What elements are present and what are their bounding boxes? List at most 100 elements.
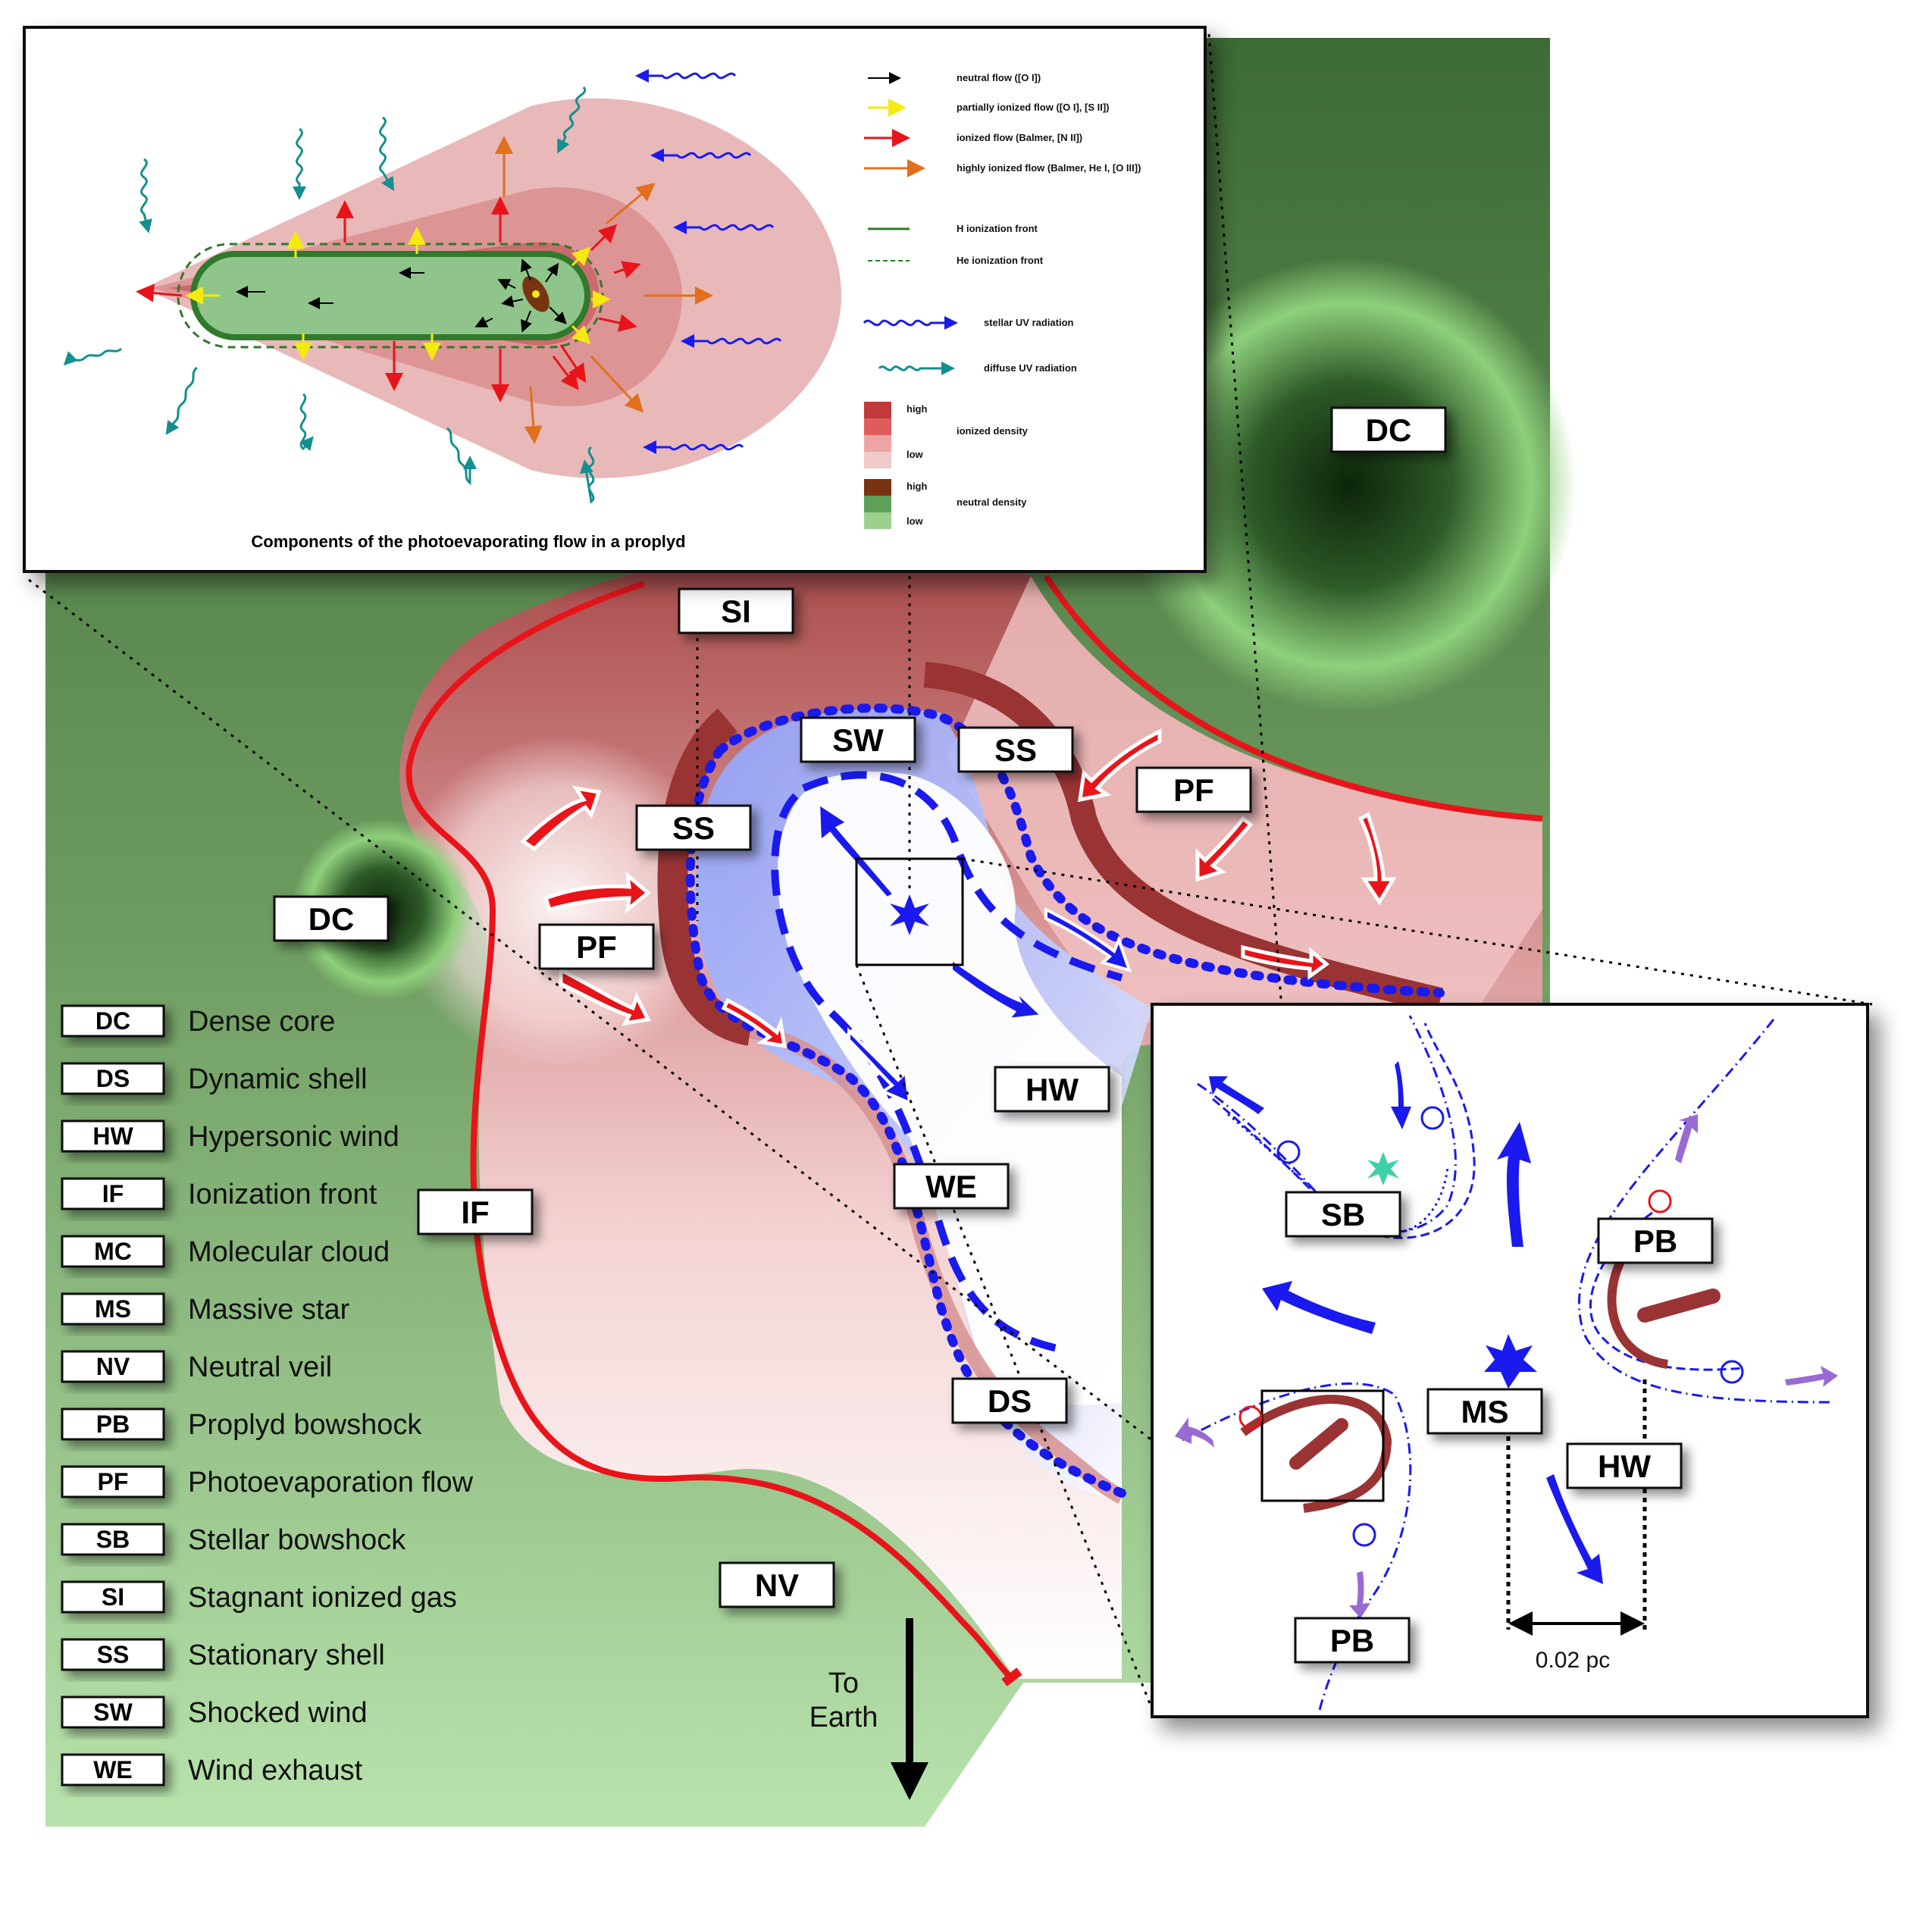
svg-text:diffuse UV radiation: diffuse UV radiation xyxy=(984,362,1077,374)
legend-abbr-box xyxy=(61,1235,165,1268)
label-nv: NV xyxy=(719,1561,835,1608)
legend-item: PB Proplyd bowshock xyxy=(61,1408,422,1441)
svg-text:WE: WE xyxy=(925,1169,977,1204)
legend-abbr-box xyxy=(61,1523,165,1556)
legend-abbr-box xyxy=(61,1350,165,1383)
svg-text:PB: PB xyxy=(1633,1223,1677,1259)
legend-abbr-box xyxy=(61,1062,165,1095)
svg-text:highly ionized flow (Balmer, H: highly ionized flow (Balmer, He I, [O II… xyxy=(957,162,1141,174)
legend-description: Proplyd bowshock xyxy=(188,1409,422,1441)
legend-abbr: SB xyxy=(96,1526,130,1553)
legend-abbr: DS xyxy=(96,1065,130,1092)
label-si: SI xyxy=(678,587,794,634)
legend-item: MS Massive star xyxy=(61,1292,350,1326)
svg-text:neutral density: neutral density xyxy=(957,496,1027,508)
label-sb: SB xyxy=(1285,1191,1401,1238)
legend-description: Dense core xyxy=(188,1006,335,1038)
svg-text:SI: SI xyxy=(721,593,751,629)
legend-description: Wind exhaust xyxy=(188,1755,363,1786)
legend-abbr: SI xyxy=(102,1583,124,1611)
legend-abbr-box xyxy=(61,1177,165,1210)
ionization-front-line xyxy=(1043,574,1543,822)
label-pb-bottom: PB xyxy=(1294,1617,1411,1664)
legend-description: Neutral veil xyxy=(188,1351,332,1383)
svg-text:IF: IF xyxy=(461,1195,489,1230)
hypersonic-wind-arrows xyxy=(816,800,1132,1106)
proplyd-inset: neutral flow ([O I]) partially ionized f… xyxy=(23,26,1207,573)
label-dc-right: DC xyxy=(1330,406,1447,453)
svg-text:high: high xyxy=(907,403,927,415)
svg-text:low: low xyxy=(907,515,924,527)
svg-text:DC: DC xyxy=(1366,412,1412,448)
legend-abbr: SW xyxy=(93,1699,133,1726)
svg-text:high: high xyxy=(907,481,927,492)
label-sw: SW xyxy=(800,716,916,763)
label-pb-right: PB xyxy=(1597,1217,1714,1264)
svg-text:DC: DC xyxy=(308,901,355,937)
free-wind-cavity xyxy=(777,772,1122,1405)
legend-description: Stellar bowshock xyxy=(188,1524,406,1556)
dynamic-shell xyxy=(749,1023,1126,1504)
legend-item: SB Stellar bowshock xyxy=(61,1523,406,1556)
legend-abbr-box xyxy=(61,1408,165,1441)
label-we: WE xyxy=(893,1163,1010,1210)
label-dc-left: DC xyxy=(273,895,390,942)
scale-bar-label: 0.02 pc xyxy=(1536,1648,1610,1673)
svg-text:He ionization front: He ionization front xyxy=(957,255,1044,266)
legend-abbr-box xyxy=(61,1004,165,1038)
svg-text:SB: SB xyxy=(1321,1197,1365,1232)
stellar-bowshock-star xyxy=(1367,1152,1399,1185)
svg-text:HW: HW xyxy=(1025,1072,1079,1107)
label-if: IF xyxy=(417,1188,534,1235)
stationary-shell-left xyxy=(657,708,754,1046)
photoevaporation-arrows xyxy=(520,728,1397,1049)
legend-item: DC Dense core xyxy=(61,1004,335,1038)
legend-abbr-box xyxy=(61,1465,165,1498)
legend-item: MC Molecular cloud xyxy=(61,1235,390,1268)
legend-abbr-box xyxy=(61,1696,165,1729)
legend-abbr: PB xyxy=(96,1411,130,1438)
massive-star-inset xyxy=(1484,1334,1537,1389)
label-hw-inset: HW xyxy=(1566,1442,1683,1489)
svg-text:PF: PF xyxy=(576,929,617,965)
svg-text:MS: MS xyxy=(1461,1394,1509,1429)
svg-text:H ionization front: H ionization front xyxy=(957,223,1038,234)
label-pf-left: PF xyxy=(538,923,655,970)
legend-abbr-box xyxy=(61,1753,165,1786)
label-ms: MS xyxy=(1426,1388,1543,1435)
legend-item: SI Stagnant ionized gas xyxy=(61,1580,457,1614)
legend-description: Massive star xyxy=(188,1294,350,1326)
legend-description: Molecular cloud xyxy=(188,1236,390,1268)
legend-abbr: HW xyxy=(92,1123,133,1150)
legend-abbr: DC xyxy=(96,1007,130,1035)
legend-abbr: MS xyxy=(95,1295,131,1323)
svg-text:stellar UV radiation: stellar UV radiation xyxy=(984,317,1074,328)
legend-description: Stagnant ionized gas xyxy=(188,1582,457,1614)
legend-abbr: WE xyxy=(93,1756,133,1783)
svg-text:NV: NV xyxy=(755,1567,799,1603)
svg-text:SS: SS xyxy=(672,810,715,846)
bowshock-inset: 0.02 pc SB PB MS HW PB xyxy=(1151,1003,1869,1718)
shocked-wind-outer-boundary xyxy=(715,703,1445,997)
ionization-front-end xyxy=(1001,1667,1022,1686)
label-ds: DS xyxy=(951,1377,1068,1424)
label-hw-main: HW xyxy=(994,1066,1110,1113)
legend-abbr: SS xyxy=(97,1641,130,1668)
legend-item: WE Wind exhaust xyxy=(61,1753,363,1786)
legend-abbr: MC xyxy=(94,1238,132,1265)
svg-text:partially ionized flow ([O I],: partially ionized flow ([O I], [S II]) xyxy=(957,102,1110,113)
proplyd-key: neutral flow ([O I]) partially ionized f… xyxy=(863,72,1141,529)
svg-text:SS: SS xyxy=(994,732,1037,768)
svg-text:ionized flow (Balmer, [N II]): ionized flow (Balmer, [N II]) xyxy=(957,132,1082,143)
legend-abbr-box xyxy=(61,1119,165,1153)
label-pf-right: PF xyxy=(1135,766,1252,813)
svg-text:SW: SW xyxy=(832,722,884,758)
label-ss-top: SS xyxy=(957,726,1074,773)
